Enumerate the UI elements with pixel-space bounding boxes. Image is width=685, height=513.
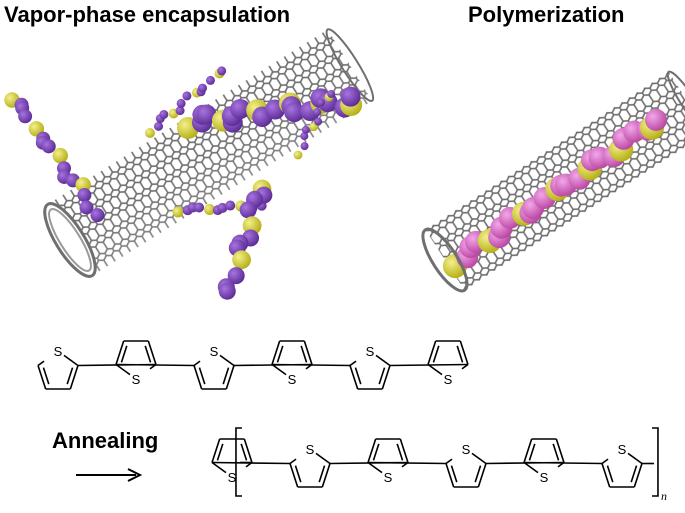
nanotube-left	[43, 28, 375, 278]
inter-ring-bond	[389, 363, 468, 367]
carbon-atom	[239, 201, 257, 219]
carbon-atom	[194, 202, 205, 213]
carbon-atom	[154, 121, 164, 131]
carbon-atom	[230, 98, 251, 119]
sexithiophene-thiophene-ring-3: S	[193, 344, 235, 390]
title-polymerization: Polymerization	[468, 2, 625, 27]
carbon-atom	[645, 108, 668, 131]
inter-ring-bond	[116, 363, 195, 367]
sulfur-atom	[293, 150, 303, 160]
carbon-atom	[159, 109, 169, 119]
title-vapor-phase-encapsulation: Vapor-phase encapsulation	[4, 2, 291, 27]
chemical-structures: S S S S S S S S S S S Sn	[37, 340, 667, 503]
sulfur-label: S	[228, 470, 237, 485]
repeat-bracket-right	[651, 427, 659, 497]
carbon-atom	[284, 102, 305, 123]
inter-ring-bond	[272, 363, 351, 367]
carbon-atom	[218, 282, 236, 300]
sulfur-label: S	[462, 442, 471, 457]
carbon-atom	[327, 89, 336, 98]
repeat-subscript: n	[661, 489, 667, 503]
carbon-atom	[300, 132, 309, 141]
polythiophene-thiophene-ring-3: S	[367, 438, 409, 485]
carbon-atom	[217, 66, 227, 76]
sexithiophene-thiophene-ring-6: S	[427, 340, 469, 387]
carbon-atom	[301, 125, 310, 134]
oligomer-left-bottom	[217, 179, 273, 300]
sulfur-atom	[172, 206, 184, 218]
carbon-atom	[182, 91, 192, 101]
sulfur-label: S	[444, 372, 453, 387]
carbon-atom	[79, 200, 94, 215]
sulfur-label: S	[618, 442, 627, 457]
polythiophene: S S S S S Sn	[211, 427, 667, 503]
carbon-atom	[300, 142, 309, 151]
annealing-label: Annealing	[52, 428, 159, 453]
sulfur-label: S	[288, 372, 297, 387]
sexithiophene-thiophene-ring-5: S	[349, 344, 391, 390]
polythiophene-thiophene-ring-5: S	[523, 438, 565, 485]
carbon-atom	[176, 98, 186, 108]
carbon-atom	[205, 75, 215, 85]
sulfur-label: S	[54, 344, 63, 359]
molecules-layer	[4, 66, 668, 300]
sexithiophene-thiophene-ring-1: S	[37, 344, 79, 390]
carbon-atom	[198, 83, 208, 93]
polymer-inside-tube	[442, 108, 668, 279]
sulfur-label: S	[366, 344, 375, 359]
sulfur-atom	[52, 147, 68, 164]
carbon-atom	[313, 108, 322, 117]
carbon-atom	[314, 117, 323, 126]
inter-ring-bond	[368, 461, 447, 465]
sulfur-label: S	[132, 372, 141, 387]
polythiophene-thiophene-ring-6: S	[601, 442, 643, 488]
carbon-atom	[175, 106, 185, 116]
nanotube-left-opening	[43, 202, 97, 278]
sulfur-label: S	[210, 344, 219, 359]
annealing-arrow	[76, 468, 143, 482]
carbon-atom	[77, 188, 92, 203]
polythiophene-thiophene-ring-4: S	[445, 442, 487, 488]
polythiophene-thiophene-ring-1: S	[211, 438, 253, 485]
sexithiophene-thiophene-ring-4: S	[271, 340, 313, 387]
carbon-atom	[317, 98, 326, 107]
oligomer-left-small-right	[293, 89, 336, 160]
sulfur-label: S	[384, 470, 393, 485]
sulfur-label: S	[306, 442, 315, 457]
inter-ring-bond	[524, 461, 603, 465]
sulfur-label: S	[540, 470, 549, 485]
polythiophene-thiophene-ring-2: S	[289, 442, 331, 488]
carbon-atom	[196, 104, 217, 125]
oligomer-left-outer	[4, 92, 105, 223]
carbon-atom	[225, 200, 236, 211]
carbon-atom	[217, 202, 228, 213]
sulfur-atom	[232, 250, 251, 270]
sexithiophene-thiophene-ring-2: S	[115, 340, 157, 387]
carbon-atom	[41, 139, 56, 154]
sexithiophene: S S S S S S	[37, 340, 469, 390]
carbon-atom	[340, 86, 361, 107]
carbon-atom	[227, 267, 245, 285]
oligomer-left-small-top	[145, 66, 227, 138]
repeat-bracket-left	[235, 427, 242, 497]
sulfur-atom	[204, 203, 216, 215]
carbon-atom	[18, 109, 33, 124]
carbon-atom	[90, 208, 105, 223]
sulfur-atom	[145, 128, 155, 138]
